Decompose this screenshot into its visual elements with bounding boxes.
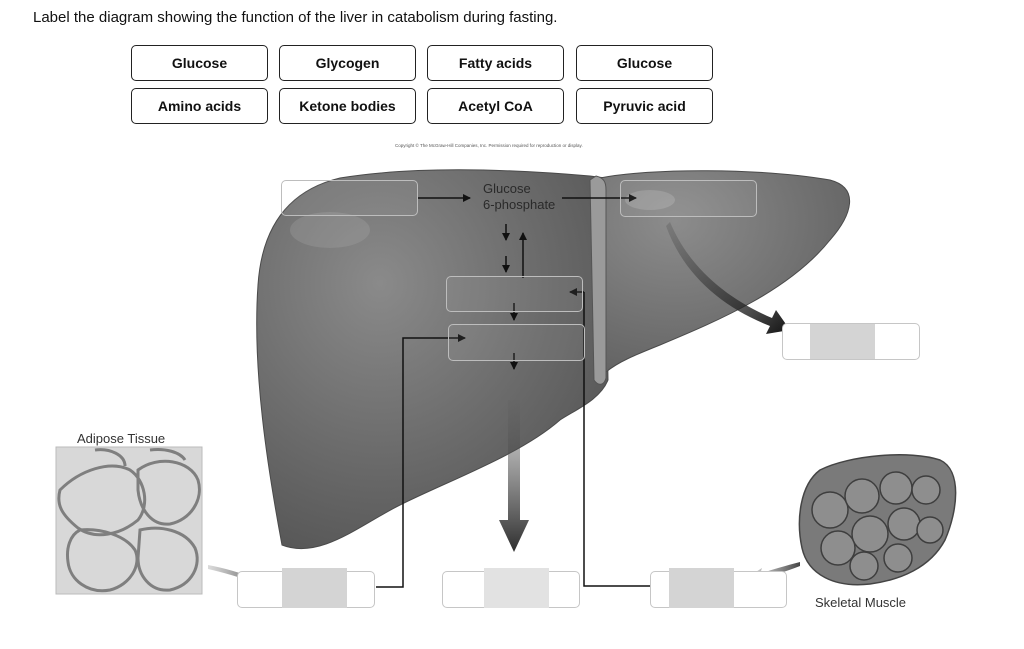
drop-zone-liver-middle[interactable] — [446, 276, 583, 312]
falciform-ligament — [589, 175, 607, 385]
drop-zone-liver-lower[interactable] — [448, 324, 585, 361]
word-tile-amino-acids[interactable]: Amino acids — [131, 88, 268, 124]
liver-main-lobe — [256, 169, 609, 550]
drop-zone-liver-top-right[interactable] — [620, 180, 757, 217]
drop-zone-placeholder — [282, 568, 347, 608]
drop-zone-placeholder — [669, 568, 734, 608]
word-tile-pyruvic-acid[interactable]: Pyruvic acid — [576, 88, 713, 124]
word-tile-ketone-bodies[interactable]: Ketone bodies — [279, 88, 416, 124]
drop-zone-placeholder — [484, 568, 549, 608]
adipose-tissue-image — [55, 446, 203, 595]
adipose-tissue-label: Adipose Tissue — [77, 431, 166, 446]
liver-left-lobe — [599, 170, 850, 374]
skeletal-muscle-label: Skeletal Muscle — [815, 595, 907, 610]
word-tile-fatty-acids[interactable]: Fatty acids — [427, 45, 564, 81]
word-tile-glucose-2[interactable]: Glucose — [576, 45, 713, 81]
fixed-label-line1: Glucose — [483, 181, 531, 196]
fixed-label-glucose-6-phosphate: Glucose 6-phosphate — [483, 181, 555, 213]
fixed-label-line2: 6-phosphate — [483, 197, 556, 212]
drop-zone-liver-top-left[interactable] — [281, 180, 418, 216]
word-tile-glycogen[interactable]: Glycogen — [279, 45, 416, 81]
instruction-text: Label the diagram showing the function o… — [33, 9, 558, 26]
drop-zone-adipose-output[interactable] — [237, 568, 375, 608]
drop-zone-bottom-output[interactable] — [442, 568, 580, 608]
skeletal-muscle-image — [798, 454, 957, 586]
output-arrow-curved — [666, 222, 790, 334]
drop-zone-placeholder — [810, 324, 875, 359]
word-tile-glucose[interactable]: Glucose — [131, 45, 268, 81]
output-arrow-down — [499, 400, 529, 552]
word-tile-acetyl-coa[interactable]: Acetyl CoA — [427, 88, 564, 124]
copyright-notice: Copyright © The McGraw-Hill Companies, I… — [395, 143, 583, 148]
drop-zone-right-output[interactable] — [782, 323, 920, 360]
drop-zone-muscle-output[interactable] — [650, 568, 787, 608]
